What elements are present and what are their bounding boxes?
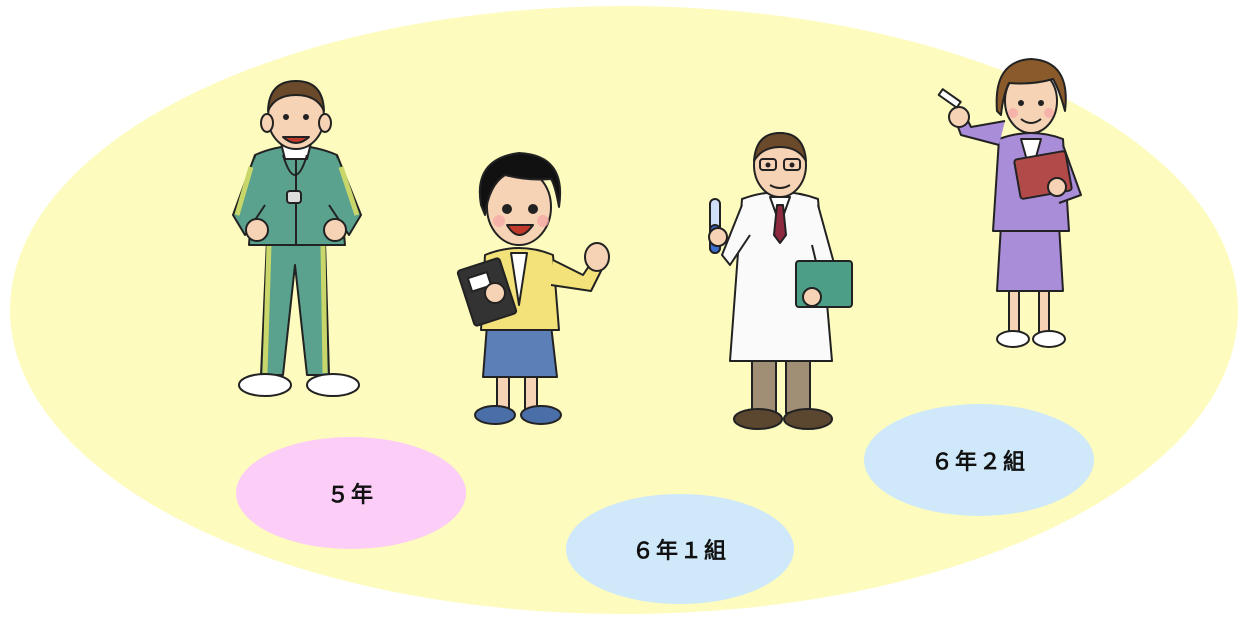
teacher-with-chalk-illustration — [937, 58, 1082, 348]
grade5-label-ellipse: ５年 — [236, 437, 466, 549]
pe-teacher-illustration — [232, 80, 362, 397]
grade6-class2-label-ellipse: ６年２組 — [864, 404, 1094, 516]
grade6-class2-label: ６年２組 — [930, 450, 1027, 475]
grade5-label: ５年 — [326, 483, 375, 508]
grade6-class1-label-ellipse: ６年１組 — [566, 494, 794, 604]
grade6-class1-label: ６年１組 — [631, 539, 728, 564]
teacher-with-clipboard-illustration — [456, 152, 610, 425]
science-teacher-illustration — [708, 132, 853, 430]
